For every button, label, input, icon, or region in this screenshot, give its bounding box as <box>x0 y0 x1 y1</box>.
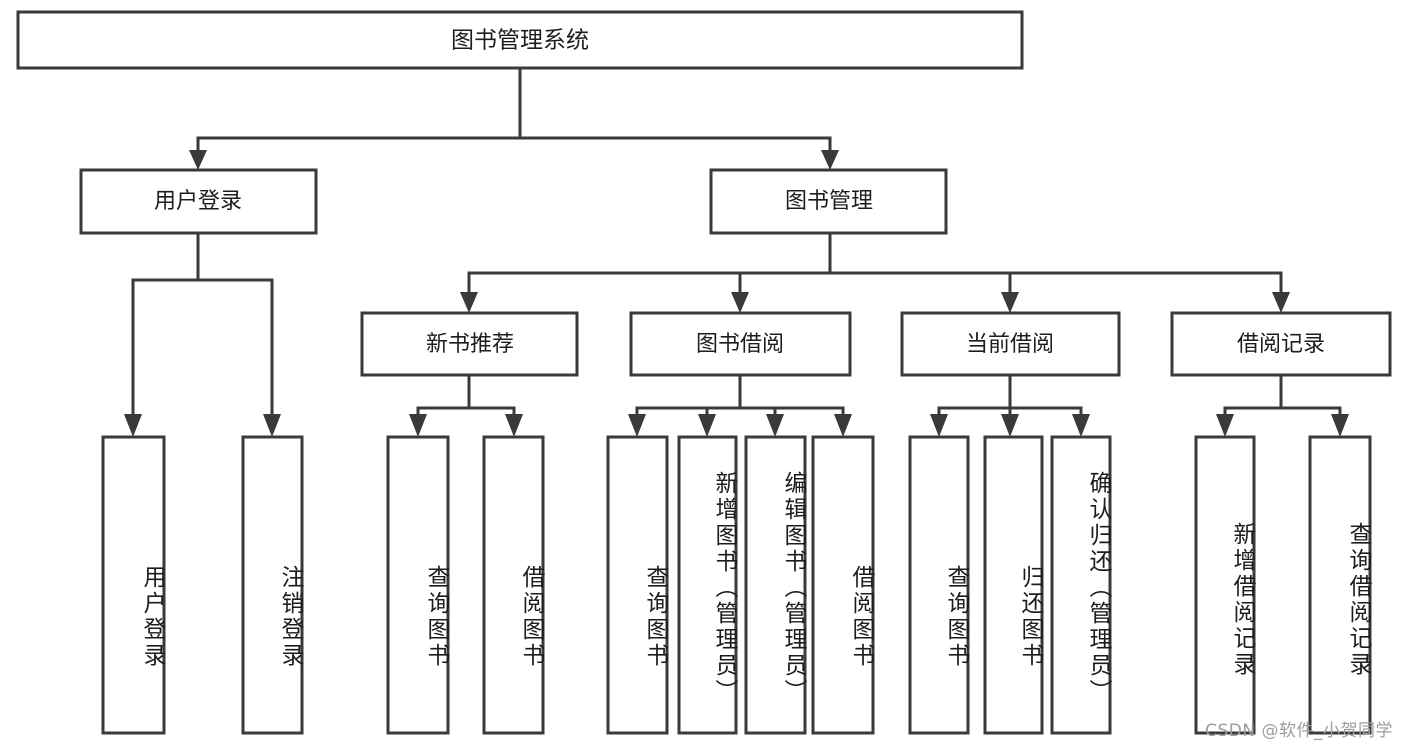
arrow-head-bb-leaf4 <box>834 414 852 437</box>
node-borrow-record-box[interactable] <box>1170 311 1392 377</box>
node-user-login-label: 用户登录 <box>154 189 242 214</box>
arrow-head-br-leaf2 <box>1331 414 1349 437</box>
arrow-head-nb-leaf2 <box>505 414 523 437</box>
node-book-manage-box[interactable] <box>709 168 948 235</box>
arrow-head-borrow-record <box>1272 292 1290 313</box>
leaf-box-user-login[interactable] <box>101 435 166 735</box>
node-book-borrow[interactable]: 图书借阅 <box>629 311 852 377</box>
arrow-head-bb-leaf2 <box>698 414 716 437</box>
arrow-head-user-login <box>189 150 207 170</box>
node-new-book-recommend-box[interactable] <box>360 311 579 377</box>
arrow-head-leaf-logout <box>263 414 281 437</box>
leaf-box-bb-edit-book[interactable] <box>744 435 807 735</box>
node-root-system[interactable]: 图书管理系统 <box>16 10 1024 70</box>
leaf-box-cb-query-book[interactable] <box>908 435 970 735</box>
arrow-head-current-borrow <box>1001 292 1019 313</box>
leaf-box-br-query-record[interactable] <box>1308 435 1372 735</box>
node-current-borrow-label: 当前借阅 <box>966 332 1054 357</box>
arrow-head-nb-leaf1 <box>409 414 427 437</box>
node-borrow-record[interactable]: 借阅记录 <box>1170 311 1392 377</box>
connector-layer <box>124 66 1349 437</box>
csdn-watermark: CSDN @软件_小贺同学 <box>1205 721 1393 741</box>
arrow-head-bb-leaf1 <box>628 414 646 437</box>
arrow-head-book-borrow <box>731 292 749 313</box>
arrow-head-leaf-user-login <box>124 414 142 437</box>
leaf-box-layer <box>101 435 1372 735</box>
leaf-box-nb-query-book[interactable] <box>386 435 450 735</box>
node-book-borrow-box[interactable] <box>629 311 852 377</box>
leaf-box-logout[interactable] <box>241 435 304 735</box>
node-book-manage[interactable]: 图书管理 <box>709 168 948 235</box>
node-borrow-record-label: 借阅记录 <box>1237 332 1325 357</box>
leaf-box-cb-confirm-return[interactable] <box>1050 435 1112 735</box>
node-new-book-recommend[interactable]: 新书推荐 <box>360 311 579 377</box>
node-user-login-box[interactable] <box>79 168 318 235</box>
leaf-box-br-add-record[interactable] <box>1194 435 1256 735</box>
arrow-head-book-manage <box>821 150 839 170</box>
arrow-head-cb-leaf1 <box>930 414 948 437</box>
arrow-head-cb-leaf2 <box>1001 414 1019 437</box>
node-new-book-recommend-label: 新书推荐 <box>426 332 514 357</box>
leaf-box-cb-return-book[interactable] <box>983 435 1044 735</box>
node-current-borrow-box[interactable] <box>900 311 1121 377</box>
arrow-head-br-leaf1 <box>1216 414 1234 437</box>
arrow-head-bb-leaf3 <box>766 414 784 437</box>
node-book-borrow-label: 图书借阅 <box>696 332 784 357</box>
node-user-login[interactable]: 用户登录 <box>79 168 318 235</box>
arrow-head-new-book <box>460 292 478 313</box>
node-book-manage-label: 图书管理 <box>785 189 873 214</box>
leaf-box-bb-add-book[interactable] <box>677 435 738 735</box>
leaf-box-nb-borrow-book[interactable] <box>482 435 545 735</box>
node-root-box[interactable] <box>16 10 1024 70</box>
node-root-label: 图书管理系统 <box>451 28 589 54</box>
leaf-box-bb-query-book[interactable] <box>606 435 669 735</box>
leaf-box-bb-borrow-book[interactable] <box>811 435 875 735</box>
node-current-borrow[interactable]: 当前借阅 <box>900 311 1121 377</box>
arrow-head-cb-leaf3 <box>1072 414 1090 437</box>
